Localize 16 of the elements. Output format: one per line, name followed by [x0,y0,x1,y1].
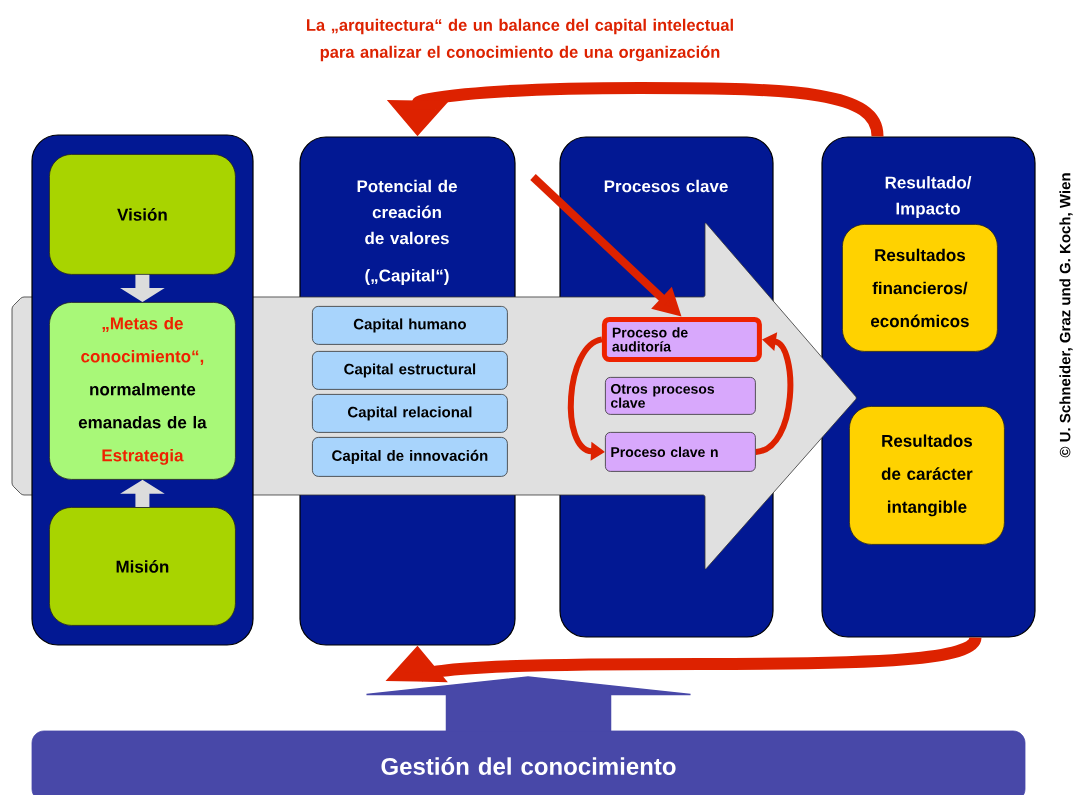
capital-box: Capital relacional [312,394,508,433]
goal-box: Visión [49,154,236,275]
banner-box: Gestión del conocimiento [31,730,1026,795]
capital-box: Capital estructural [312,351,508,390]
goal-box: Misión [49,507,236,626]
block-arrow [365,676,692,732]
process-box: Otros procesos clave [605,377,756,415]
capital-box: Capital de innovación [312,437,508,477]
process-box: Proceso de auditoría [601,316,762,362]
title: La „arquitectura“ de un balance del capital intelectual para analizar el conocimiento de una organización [307,18,733,62]
process-box: Proceso clave n [605,432,756,472]
capital-box: Capital humano [312,306,508,345]
result-box: Resultados de carácter intangible [849,406,1005,545]
copyright-note: © U. Schneider, Graz und G. Koch, Wien [1059,173,1073,458]
goal-box: „Metas de conocimiento“, normalmente emanadas de la Estrategia [49,302,236,480]
result-box: Resultados financieros/ económicos [842,224,998,352]
